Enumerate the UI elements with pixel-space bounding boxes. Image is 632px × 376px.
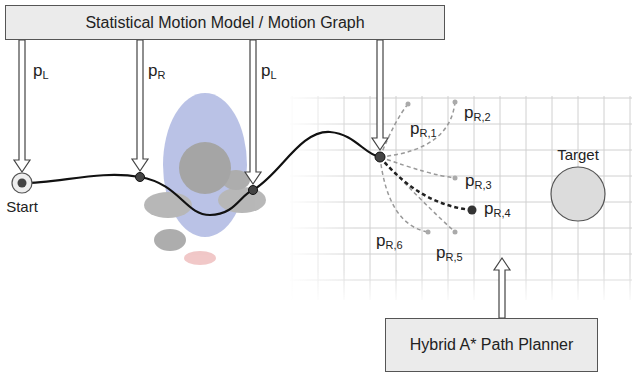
connector-arrow — [14, 40, 30, 172]
candidate-paths — [380, 102, 455, 232]
param-label: pL — [261, 62, 277, 81]
arm — [144, 192, 192, 218]
candidate-ends — [406, 100, 458, 235]
waypoint — [375, 152, 385, 162]
arm — [218, 187, 266, 213]
waypoint — [136, 173, 145, 182]
arrow-shape — [14, 40, 30, 172]
param-label: pR,4 — [484, 200, 511, 219]
target-disc — [551, 167, 605, 221]
candidate-path — [380, 102, 455, 157]
start-dot — [18, 179, 27, 188]
hollow-arrow — [372, 40, 388, 150]
node-label: Start — [2, 198, 42, 215]
node-label: Target — [540, 146, 616, 163]
grid-fade — [285, 270, 632, 305]
edge-label: pL — [33, 62, 49, 81]
foot — [184, 251, 216, 265]
end-dot — [406, 102, 411, 107]
param-label: pR — [148, 62, 165, 81]
end-dot — [426, 230, 431, 235]
end-dot — [453, 100, 458, 105]
chosen-path — [380, 157, 472, 210]
grid-line — [370, 96, 371, 300]
start-ring — [12, 173, 32, 193]
hand — [154, 229, 186, 251]
human-figure — [144, 93, 266, 265]
param-label: pR,2 — [464, 104, 491, 123]
end-dot — [453, 230, 458, 235]
target-circle — [540, 165, 616, 223]
target-node: Target — [540, 146, 616, 223]
motion-path — [22, 132, 380, 215]
model-box: Statistical Motion Model / Motion Graph — [5, 5, 445, 40]
grid-line — [630, 96, 631, 300]
candidate-path — [380, 104, 408, 157]
head — [179, 142, 231, 194]
grid-line — [448, 96, 449, 300]
chosen-end — [468, 206, 477, 215]
grid-line — [526, 96, 527, 300]
param-label: pR,5 — [436, 244, 463, 263]
hollow-arrow — [132, 40, 148, 171]
grid-line — [474, 96, 475, 300]
waypoint — [249, 186, 258, 195]
grid-line — [422, 96, 423, 300]
planner-box: Hybrid A* Path Planner — [385, 318, 598, 372]
grid-line — [396, 96, 397, 300]
start-circle — [2, 172, 42, 194]
end-dot — [453, 176, 458, 181]
start-node: Start — [2, 172, 42, 215]
box-label: Hybrid A* Path Planner — [410, 336, 574, 354]
candidate-path — [380, 157, 428, 232]
hollow-arrow — [245, 40, 261, 184]
param-label: pR,6 — [376, 232, 403, 251]
candidate-path — [380, 157, 455, 178]
param-label: pR,1 — [410, 120, 437, 139]
param-label: pR,3 — [465, 172, 492, 191]
hollow-arrows — [132, 40, 510, 318]
hollow-arrow — [494, 258, 510, 318]
box-label: Statistical Motion Model / Motion Graph — [85, 14, 364, 32]
